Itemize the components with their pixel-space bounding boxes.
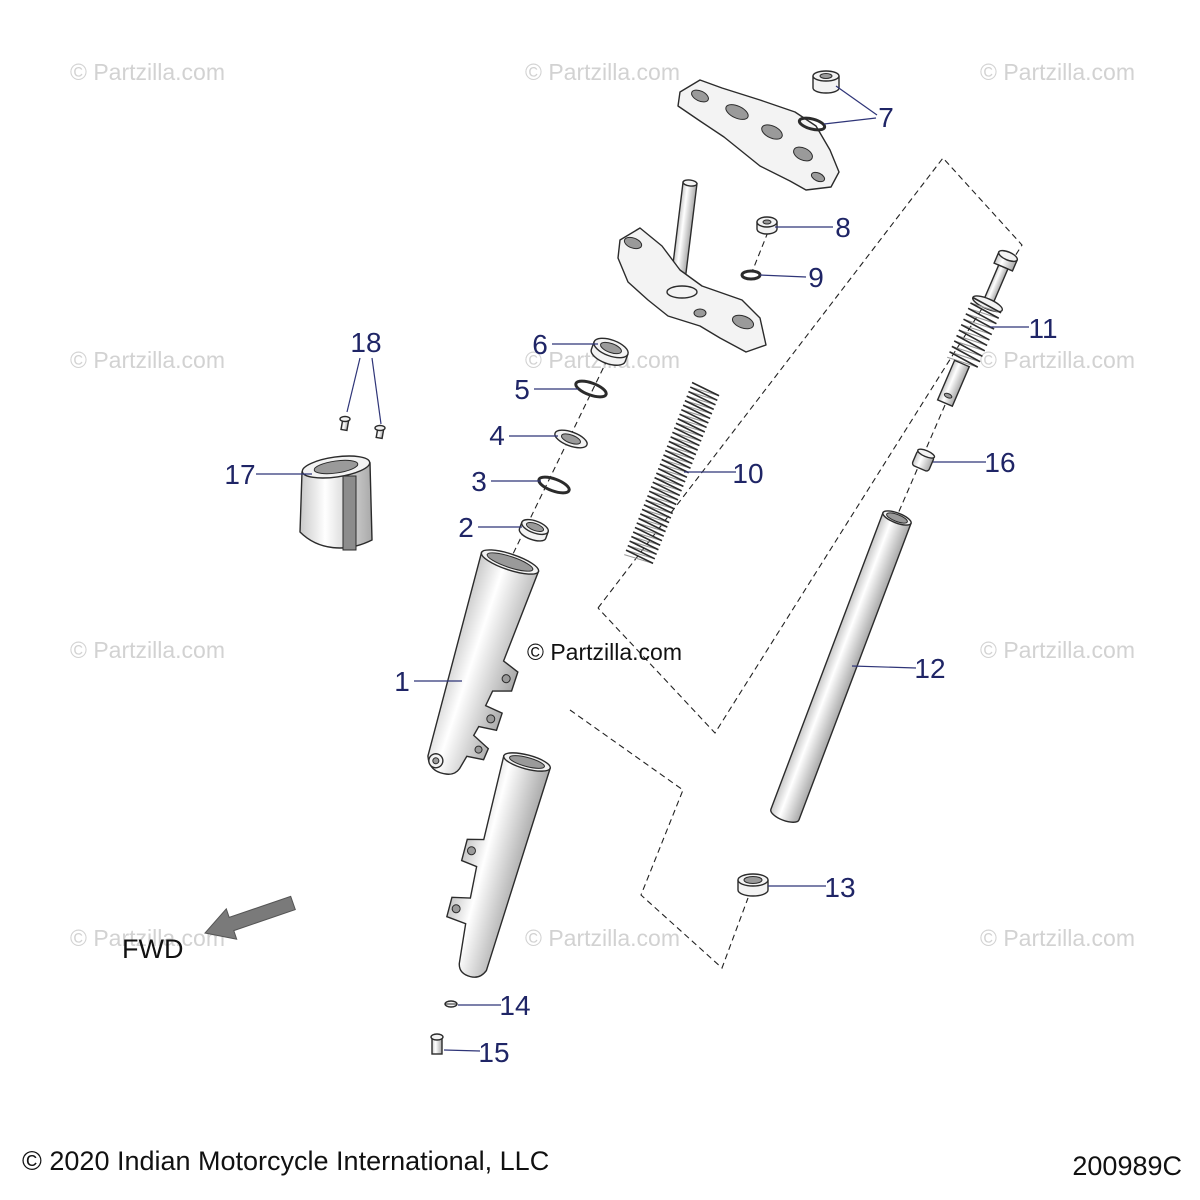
stem-nut-centerline [751, 231, 769, 273]
callout-numbers: 1 2 3 4 5 6 7 8 9 10 11 12 13 14 15 16 1… [224, 102, 1057, 1068]
callout-4: 4 [489, 420, 505, 451]
top-ring [797, 116, 827, 132]
callout-14: 14 [499, 990, 530, 1021]
leader-line-18a [346, 357, 361, 413]
top-nut [812, 70, 840, 94]
watermark-text: © Partzilla.com [70, 347, 225, 373]
callout-1: 1 [394, 666, 410, 697]
callout-8: 8 [835, 212, 851, 243]
oil-seal [554, 429, 588, 449]
fork-tube [770, 510, 912, 823]
callout-11: 11 [1028, 313, 1057, 344]
watermark-text: © Partzilla.com [525, 59, 680, 85]
axle-bolt [430, 1033, 444, 1055]
stem-nut [756, 216, 778, 235]
callout-5: 5 [514, 374, 530, 405]
callout-6: 6 [532, 329, 548, 360]
leader-line-9 [759, 274, 807, 278]
cartridge-adapter [911, 448, 936, 472]
leader-line-7a [835, 85, 878, 116]
callout-2: 2 [458, 512, 474, 543]
fork-cover [299, 455, 373, 551]
fork-slider-right [445, 752, 552, 978]
leader-lines [256, 85, 1029, 1052]
watermark-text: © Partzilla.com [980, 637, 1135, 663]
lower-triple-clamp-with-stem [617, 179, 767, 353]
leader-line-12 [851, 665, 917, 669]
slider-bushing [518, 518, 550, 542]
upper-triple-clamp [677, 79, 840, 191]
callout-17: 17 [224, 459, 255, 490]
damper-cartridge [936, 249, 1019, 408]
watermark-text: © Partzilla.com [980, 925, 1135, 951]
fwd-label: FWD [122, 934, 183, 964]
center-watermark-text: © Partzilla.com [527, 639, 682, 665]
leader-line-15 [443, 1049, 481, 1052]
callout-16: 16 [984, 447, 1015, 478]
cover-screw-b [374, 424, 386, 440]
callout-3: 3 [471, 466, 487, 497]
diagram-code: 200989C [1072, 1151, 1182, 1181]
callout-15: 15 [478, 1037, 509, 1068]
callout-18: 18 [350, 327, 381, 358]
watermark-text: © Partzilla.com [980, 347, 1135, 373]
watermark-text: © Partzilla.com [70, 925, 225, 951]
callout-10: 10 [732, 458, 763, 489]
fork-slider-left [427, 549, 540, 775]
cover-screw-a [339, 415, 351, 432]
assembly-dashed-lines [511, 157, 1023, 969]
callout-13: 13 [824, 872, 855, 903]
leader-line-18b [371, 357, 382, 425]
retaining-ring-upper [574, 379, 608, 399]
stem-washer [740, 269, 762, 281]
watermark-text: © Partzilla.com [70, 637, 225, 663]
watermark-text: © Partzilla.com [980, 59, 1135, 85]
tube-bushing [737, 873, 769, 897]
lower-envelope-dashed-line [569, 709, 749, 969]
copyright-text: © 2020 Indian Motorcycle International, … [22, 1146, 549, 1176]
fork-cap-seal [590, 337, 629, 366]
forward-arrow-icon [204, 895, 296, 940]
callout-9: 9 [808, 262, 824, 293]
spacer-washer [537, 475, 571, 495]
callout-12: 12 [914, 653, 945, 684]
envelope-dashed-line [597, 157, 1023, 734]
watermark-text: © Partzilla.com [525, 925, 680, 951]
drain-screw [444, 1000, 458, 1008]
watermark-text: © Partzilla.com [70, 59, 225, 85]
fork-spring [624, 381, 720, 565]
callout-7: 7 [878, 102, 894, 133]
leader-line-7b [823, 117, 877, 125]
